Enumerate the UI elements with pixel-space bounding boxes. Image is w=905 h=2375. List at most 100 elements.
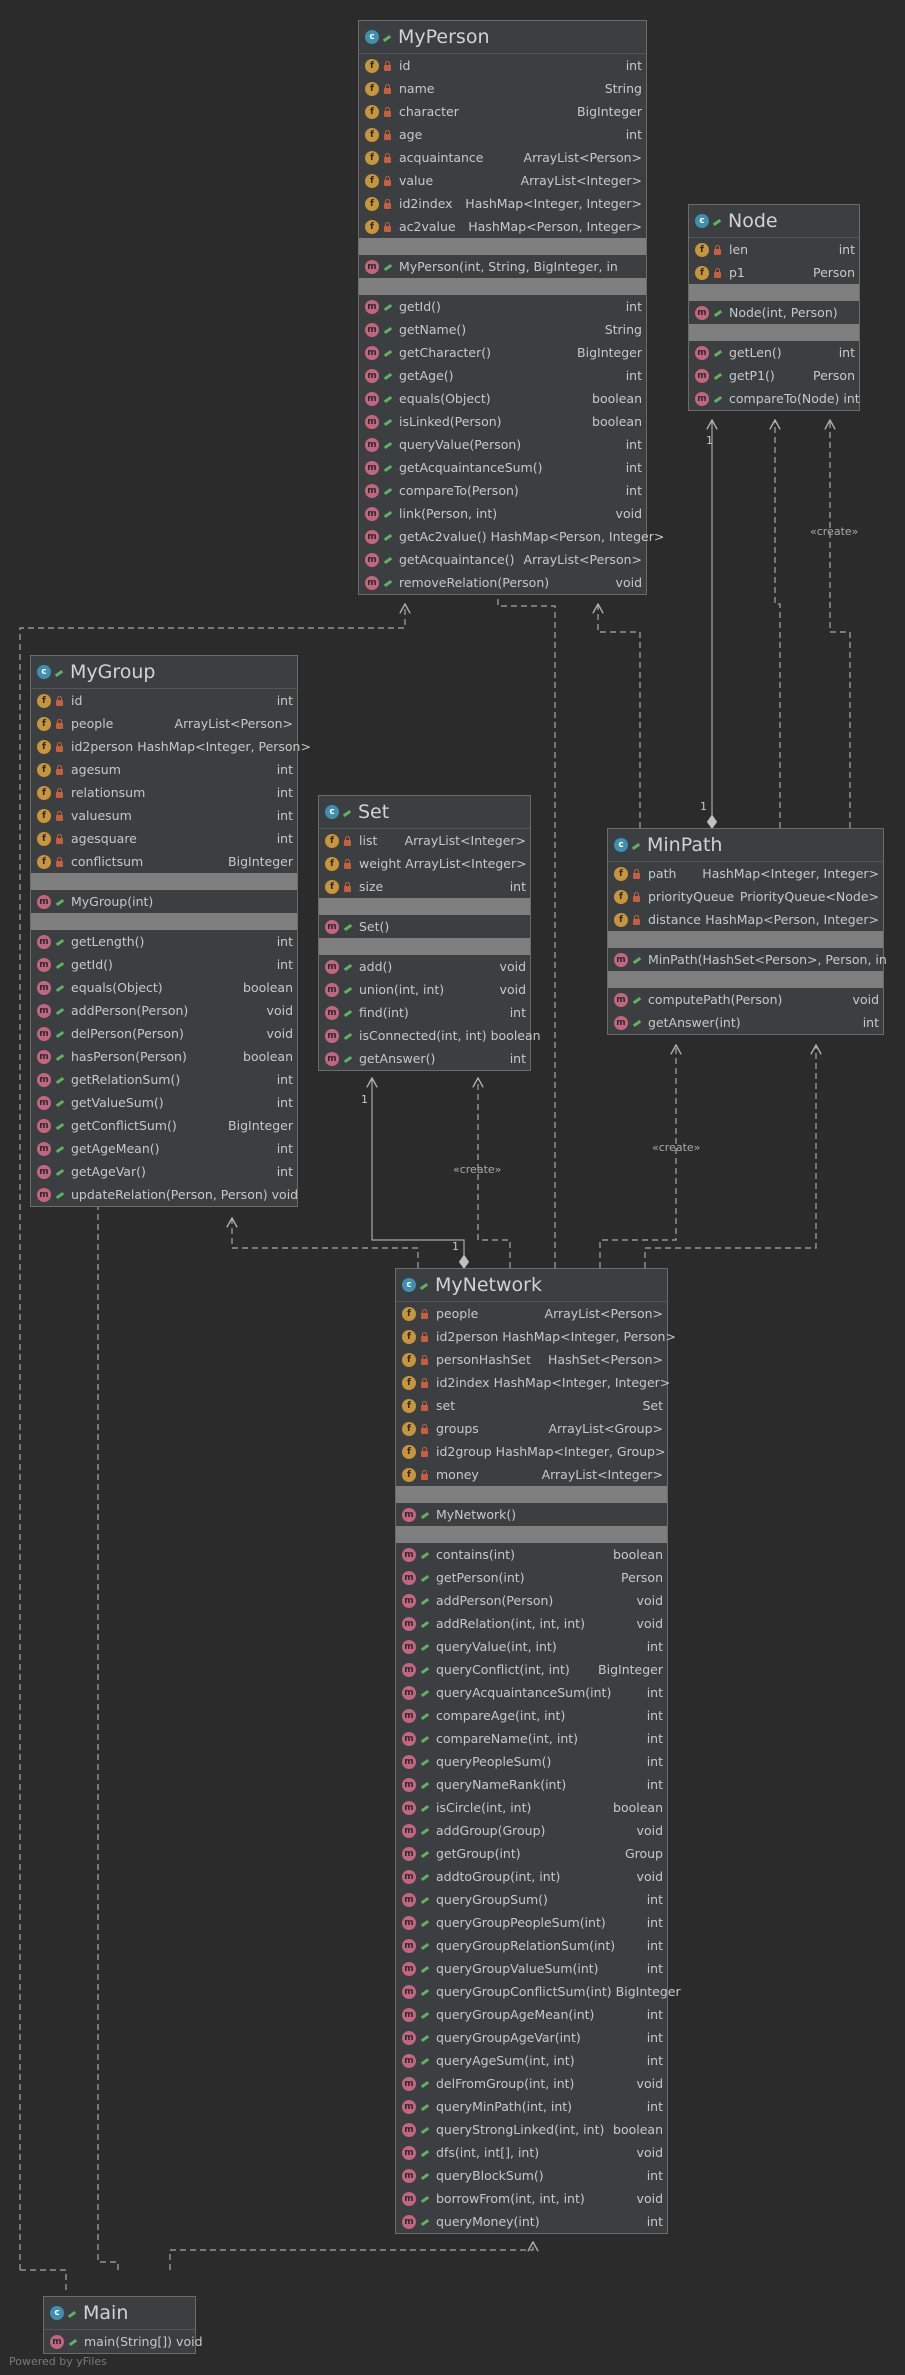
class-set[interactable]: cSetflistArrayList<Integer>fweightArrayL… — [318, 795, 541, 1071]
method-row[interactable]: mgetId()int — [31, 953, 297, 976]
method-row[interactable]: mdfs(int, int[], int)void — [396, 2141, 667, 2164]
method-row[interactable]: misConnected(int, int)boolean — [319, 1024, 541, 1047]
field-row[interactable]: fpersonHashSetHashSet<Person> — [396, 1348, 667, 1371]
field-row[interactable]: fpathHashMap<Integer, Integer> — [608, 862, 883, 885]
field-row[interactable]: facquaintanceArrayList<Person> — [359, 146, 646, 169]
class-header[interactable]: cMyGroup — [31, 656, 297, 689]
method-row[interactable]: madd()void — [319, 955, 530, 978]
field-row[interactable]: fweightArrayList<Integer> — [319, 852, 530, 875]
field-row[interactable]: fconflictsumBigInteger — [31, 850, 297, 873]
field-row[interactable]: fid2indexHashMap<Integer, Integer> — [396, 1371, 670, 1394]
field-row[interactable]: fid2groupHashMap<Integer, Group> — [396, 1440, 667, 1463]
method-row[interactable]: mqueryGroupPeopleSum(int)int — [396, 1911, 667, 1934]
field-row[interactable]: fidint — [31, 689, 297, 712]
class-mygroup[interactable]: cMyGroupfidintfpeopleArrayList<Person>fi… — [30, 655, 311, 1207]
method-row[interactable]: mgetRelationSum()int — [31, 1068, 297, 1091]
field-row[interactable]: fageint — [359, 123, 646, 146]
class-header[interactable]: cSet — [319, 796, 530, 829]
method-row[interactable]: mgetLength()int — [31, 930, 297, 953]
method-row[interactable]: mdelPerson(Person)void — [31, 1022, 297, 1045]
field-row[interactable]: fvalueArrayList<Integer> — [359, 169, 646, 192]
method-row[interactable]: maddRelation(int, int, int)void — [396, 1612, 667, 1635]
class-main[interactable]: cMainmmain(String[])void — [43, 2296, 203, 2354]
method-row[interactable]: misCircle(int, int)boolean — [396, 1796, 667, 1819]
method-row[interactable]: mqueryAgeSum(int, int)int — [396, 2049, 667, 2072]
field-row[interactable]: fpeopleArrayList<Person> — [31, 712, 297, 735]
field-row[interactable]: fmoneyArrayList<Integer> — [396, 1463, 667, 1486]
method-row[interactable]: mqueryStrongLinked(int, int)boolean — [396, 2118, 667, 2141]
field-row[interactable]: fvaluesumint — [31, 804, 297, 827]
method-row[interactable]: mqueryGroupSum()int — [396, 1888, 667, 1911]
method-row[interactable]: mgetName()String — [359, 318, 646, 341]
field-row[interactable]: fagesumint — [31, 758, 297, 781]
method-row[interactable]: mgetCharacter()BigInteger — [359, 341, 646, 364]
class-minpath[interactable]: cMinPathfpathHashMap<Integer, Integer>fp… — [607, 828, 887, 1035]
method-row[interactable]: mqueryNameRank(int)int — [396, 1773, 667, 1796]
method-row[interactable]: maddPerson(Person)void — [396, 1589, 667, 1612]
method-row[interactable]: mgetAgeVar()int — [31, 1160, 297, 1183]
method-row[interactable]: mupdateRelation(Person, Person)void — [31, 1183, 298, 1206]
field-row[interactable]: fp1Person — [689, 261, 859, 284]
method-row[interactable]: mdelFromGroup(int, int)void — [396, 2072, 667, 2095]
method-row[interactable]: mfind(int)int — [319, 1001, 530, 1024]
field-row[interactable]: fgroupsArrayList<Group> — [396, 1417, 667, 1440]
method-row[interactable]: mhasPerson(Person)boolean — [31, 1045, 297, 1068]
method-row[interactable]: mqueryConflict(int, int)BigInteger — [396, 1658, 667, 1681]
field-row[interactable]: fagesquareint — [31, 827, 297, 850]
method-row[interactable]: mcompareTo(Node)int — [689, 387, 860, 410]
method-row[interactable]: mcomputePath(Person)void — [608, 988, 883, 1011]
method-row[interactable]: mcompareName(int, int)int — [396, 1727, 667, 1750]
method-row[interactable]: mgetP1()Person — [689, 364, 859, 387]
method-row[interactable]: mqueryGroupRelationSum(int)int — [396, 1934, 667, 1957]
method-row[interactable]: munion(int, int)void — [319, 978, 530, 1001]
method-row[interactable]: maddtoGroup(int, int)void — [396, 1865, 667, 1888]
method-row[interactable]: mqueryMinPath(int, int)int — [396, 2095, 667, 2118]
field-row[interactable]: fcharacterBigInteger — [359, 100, 646, 123]
method-row[interactable]: mlink(Person, int)void — [359, 502, 646, 525]
method-row[interactable]: mgetAc2value()HashMap<Person, Integer> — [359, 525, 664, 548]
method-row[interactable]: mgetLen()int — [689, 341, 859, 364]
method-row[interactable]: mequals(Object)boolean — [359, 387, 646, 410]
method-row[interactable]: mqueryAcquaintanceSum(int)int — [396, 1681, 667, 1704]
method-row[interactable]: mgetConflictSum()BigInteger — [31, 1114, 297, 1137]
class-node[interactable]: cNodeflenintfp1Person mNode(int, Person) m… — [688, 204, 860, 411]
method-row[interactable]: mgetId()int — [359, 295, 646, 318]
method-row[interactable]: mqueryPeopleSum()int — [396, 1750, 667, 1773]
method-row[interactable]: mcompareAge(int, int)int — [396, 1704, 667, 1727]
method-row[interactable]: mcompareTo(Person)int — [359, 479, 646, 502]
method-row[interactable]: maddPerson(Person)void — [31, 999, 297, 1022]
class-myperson[interactable]: cMyPersonfidintfnameStringfcharacterBigI… — [358, 20, 664, 595]
method-row[interactable]: mborrowFrom(int, int, int)void — [396, 2187, 667, 2210]
field-row[interactable]: fid2personHashMap<Integer, Person> — [396, 1325, 676, 1348]
field-row[interactable]: fdistanceHashMap<Person, Integer> — [608, 908, 883, 931]
constructor-row[interactable]: mMyPerson(int, String, BigInteger, in — [359, 255, 646, 278]
field-row[interactable]: fsizeint — [319, 875, 530, 898]
method-row[interactable]: mgetAnswer(int)int — [608, 1011, 883, 1034]
constructor-row[interactable]: mMyGroup(int) — [31, 890, 297, 913]
field-row[interactable]: fac2valueHashMap<Person, Integer> — [359, 215, 646, 238]
class-header[interactable]: cMyPerson — [359, 21, 646, 54]
method-row[interactable]: mremoveRelation(Person)void — [359, 571, 646, 594]
method-row[interactable]: mgetAnswer()int — [319, 1047, 530, 1070]
field-row[interactable]: fidint — [359, 54, 646, 77]
field-row[interactable]: frelationsumint — [31, 781, 297, 804]
constructor-row[interactable]: mNode(int, Person) — [689, 301, 859, 324]
method-row[interactable]: mqueryValue(Person)int — [359, 433, 646, 456]
method-row[interactable]: misLinked(Person)boolean — [359, 410, 646, 433]
method-row[interactable]: mqueryGroupConflictSum(int)BigInteger — [396, 1980, 681, 2003]
class-mynetwork[interactable]: cMyNetworkfpeopleArrayList<Person>fid2pe… — [395, 1268, 681, 2234]
method-row[interactable]: mcontains(int)boolean — [396, 1543, 667, 1566]
method-row[interactable]: mgetAcquaintance()ArrayList<Person> — [359, 548, 646, 571]
method-row[interactable]: mequals(Object)boolean — [31, 976, 297, 999]
field-row[interactable]: fnameString — [359, 77, 646, 100]
class-header[interactable]: cMain — [44, 2297, 195, 2330]
method-row[interactable]: mgetAge()int — [359, 364, 646, 387]
method-row[interactable]: mqueryGroupAgeMean(int)int — [396, 2003, 667, 2026]
method-row[interactable]: maddGroup(Group)void — [396, 1819, 667, 1842]
field-row[interactable]: flenint — [689, 238, 859, 261]
method-row[interactable]: mgetPerson(int)Person — [396, 1566, 667, 1589]
method-row[interactable]: mgetGroup(int)Group — [396, 1842, 667, 1865]
method-row[interactable]: mqueryValue(int, int)int — [396, 1635, 667, 1658]
method-row[interactable]: mqueryGroupValueSum(int)int — [396, 1957, 667, 1980]
class-header[interactable]: cNode — [689, 205, 859, 238]
